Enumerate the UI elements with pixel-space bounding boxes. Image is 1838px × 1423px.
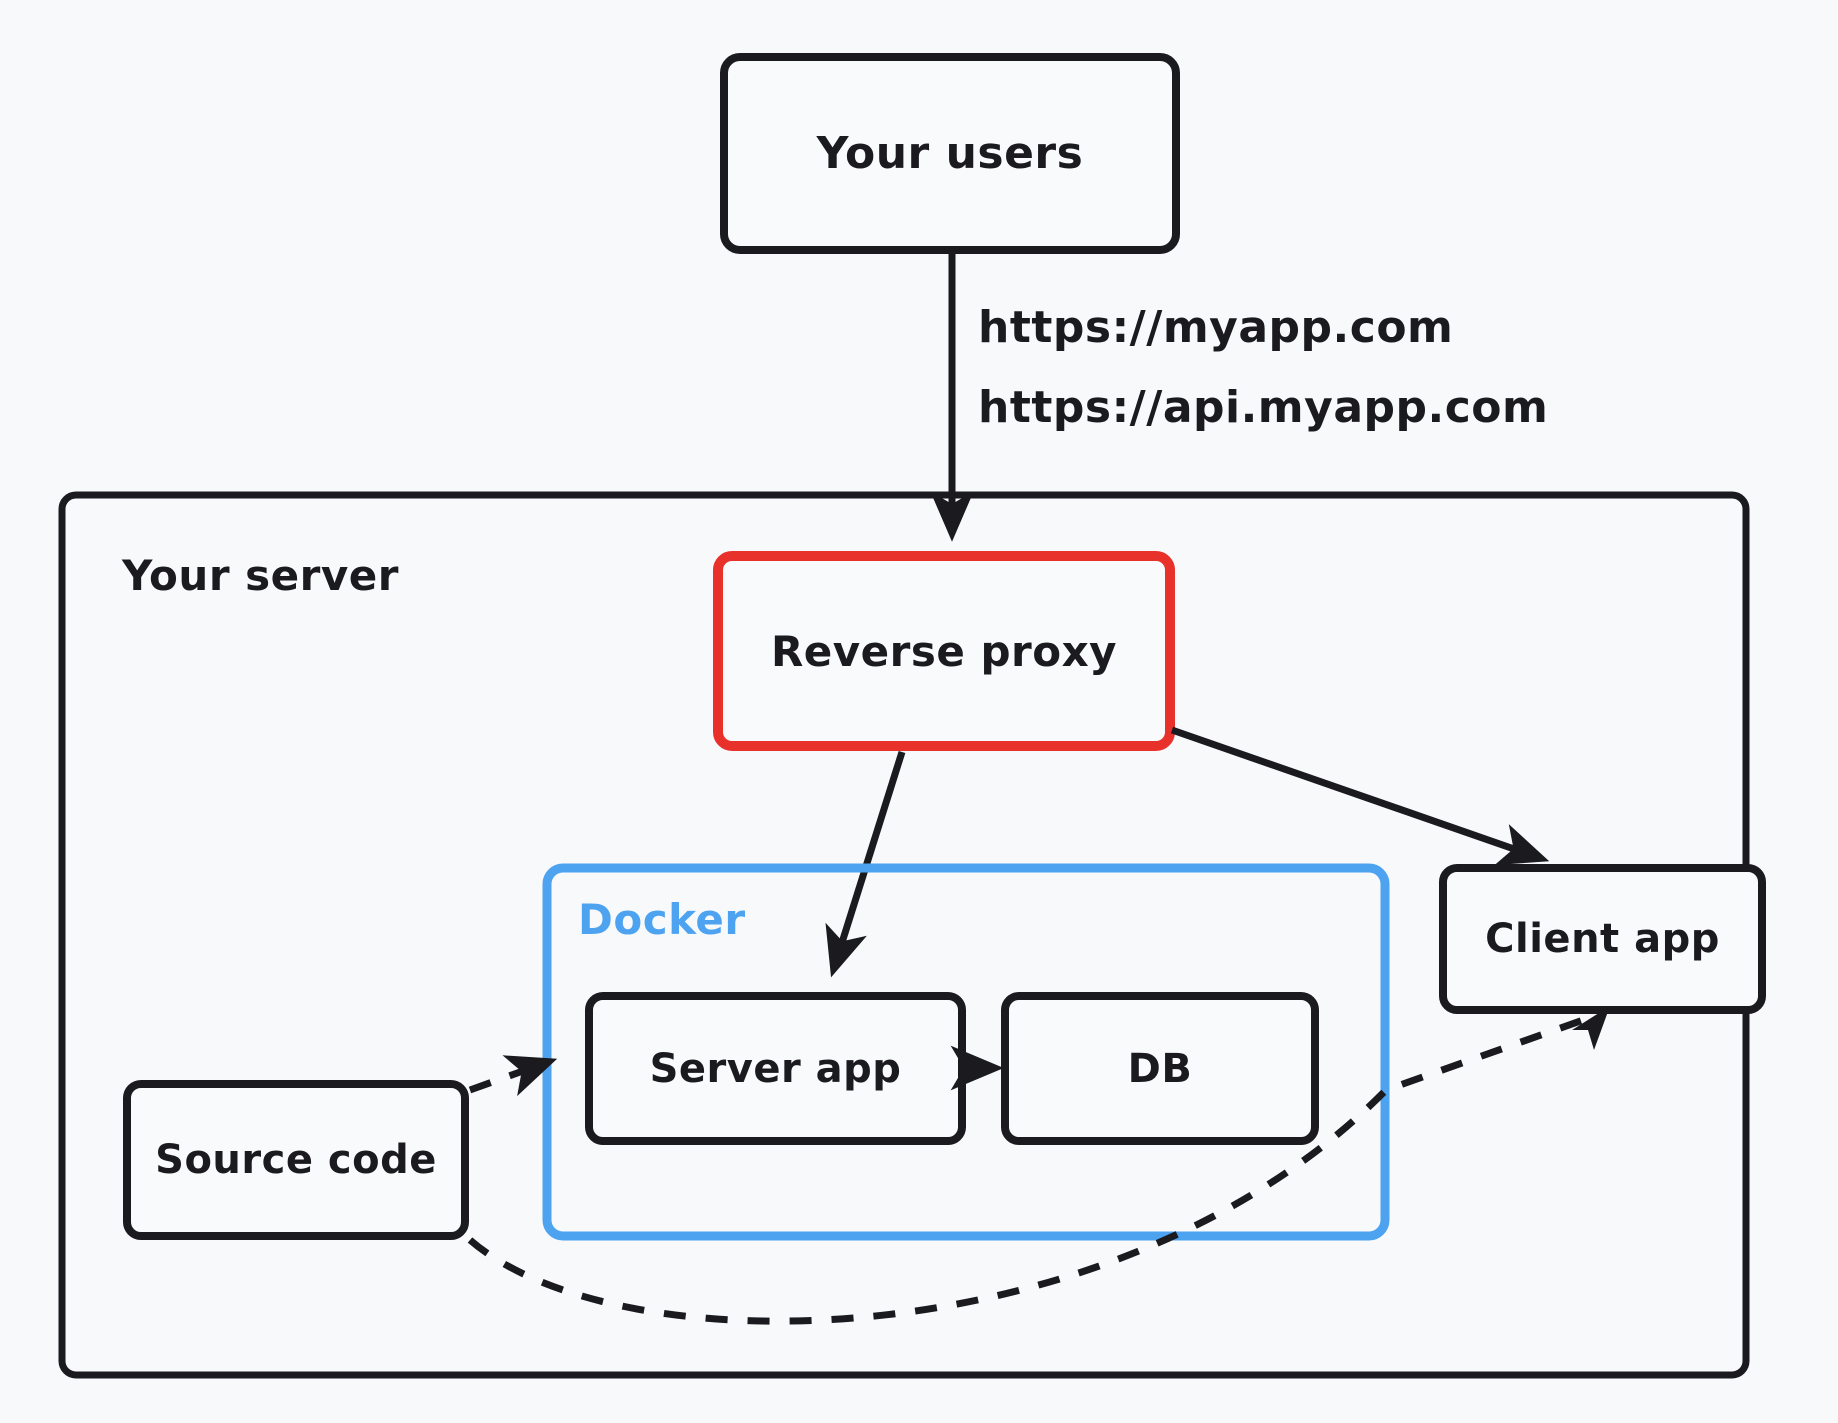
docker-group-label: Docker (578, 895, 746, 944)
client-app-dashed-arrowhead-icon (1572, 1006, 1610, 1050)
edge-source-code-to-server-app (468, 1055, 558, 1097)
source-code-box[interactable] (123, 1080, 469, 1240)
edge-reverse-proxy-to-client-app (1170, 726, 1550, 866)
edge-reverse-proxy-to-server-app (825, 750, 906, 978)
source-code-node[interactable] (127, 1084, 465, 1236)
your-users-node[interactable] (724, 57, 1176, 250)
api-url-label: https://api.myapp.com (978, 382, 1549, 433)
server-app-node[interactable] (589, 996, 962, 1141)
your-server-group-label: Your server (122, 551, 399, 600)
edge-source-code-to-client-app (467, 1010, 1602, 1325)
public-url-label: https://myapp.com (978, 302, 1454, 353)
db-node[interactable] (1005, 996, 1315, 1141)
docker-group-box (542, 863, 1390, 1241)
reverse-proxy-node[interactable] (718, 556, 1170, 746)
your-users-box[interactable] (720, 53, 1180, 254)
client-app-node[interactable] (1443, 868, 1762, 1010)
reverse-proxy-box[interactable] (713, 551, 1175, 751)
client-app-box[interactable] (1439, 864, 1766, 1014)
db-box[interactable] (1001, 992, 1319, 1145)
